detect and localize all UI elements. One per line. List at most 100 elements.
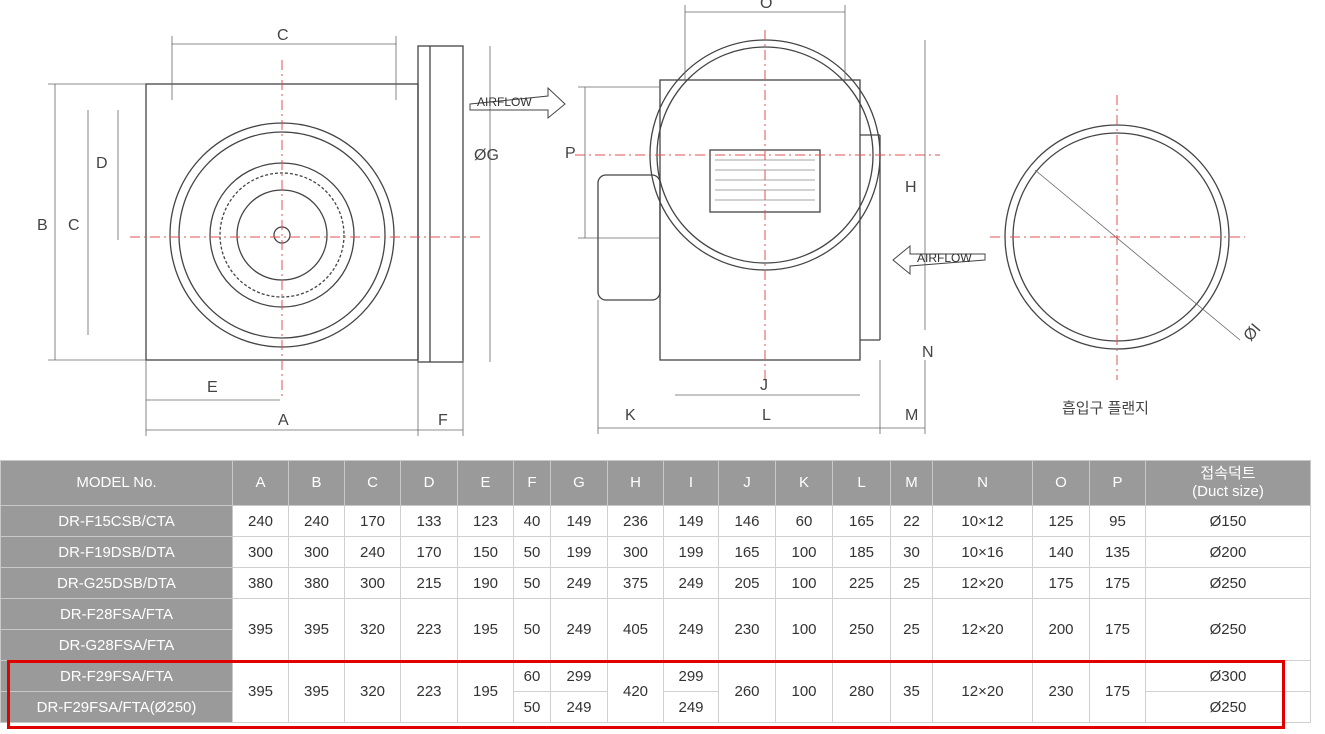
value-cell: 60 <box>513 660 551 692</box>
value-cell: 236 <box>607 505 664 537</box>
value-cell: 380 <box>288 567 345 599</box>
model-cell: DR-F29FSA/FTA <box>0 660 233 692</box>
value-cell: 149 <box>663 505 719 537</box>
value-cell: 50 <box>513 691 551 723</box>
dim-label-o: O <box>760 0 772 12</box>
value-cell: 230 <box>718 598 776 661</box>
column-header: I <box>663 460 719 506</box>
dim-label-p: P <box>565 145 576 162</box>
fan-dimension-drawing: C B C D E A F ØG AIRFLOW O P H J K L M N… <box>37 0 1265 436</box>
value-cell: 25 <box>890 598 933 661</box>
value-cell: 50 <box>513 598 551 661</box>
value-cell: 12×20 <box>932 660 1033 723</box>
column-header: E <box>457 460 514 506</box>
value-cell: 165 <box>718 536 776 568</box>
value-cell: 225 <box>832 567 891 599</box>
value-cell: 175 <box>1089 660 1146 723</box>
value-cell: 165 <box>832 505 891 537</box>
dim-label-j: J <box>760 377 768 394</box>
value-cell: 175 <box>1089 567 1146 599</box>
column-header: G <box>550 460 608 506</box>
dim-label-d: D <box>96 155 108 172</box>
value-cell: Ø250 <box>1145 598 1311 661</box>
dim-label-k: K <box>625 407 636 424</box>
dim-label-c-left: C <box>68 217 80 234</box>
value-cell: 100 <box>775 660 833 723</box>
value-cell: 199 <box>550 536 608 568</box>
value-cell: 300 <box>232 536 289 568</box>
dim-label-l: L <box>762 407 771 424</box>
side-view <box>575 5 940 434</box>
dim-label-n: N <box>922 344 934 361</box>
airflow-arrow-icon <box>892 244 986 276</box>
value-cell: 185 <box>832 536 891 568</box>
airflow-label-front: AIRFLOW <box>477 95 532 109</box>
dim-label-g: ØG <box>474 147 499 164</box>
value-cell: 140 <box>1032 536 1090 568</box>
value-cell: 100 <box>775 598 833 661</box>
column-header: MODEL No. <box>0 460 233 506</box>
value-cell: 300 <box>607 536 664 568</box>
dim-label-i: ØI <box>1241 321 1265 345</box>
value-cell: 10×16 <box>932 536 1033 568</box>
front-view <box>48 36 491 436</box>
value-cell: 205 <box>718 567 776 599</box>
model-cell: DR-G25DSB/DTA <box>0 567 233 599</box>
value-cell: 320 <box>344 660 401 723</box>
column-header: O <box>1032 460 1090 506</box>
value-cell: 95 <box>1089 505 1146 537</box>
value-cell: 249 <box>663 598 719 661</box>
value-cell: 100 <box>775 567 833 599</box>
column-header: A <box>232 460 289 506</box>
value-cell: 190 <box>457 567 514 599</box>
value-cell: 240 <box>288 505 345 537</box>
column-header: P <box>1089 460 1146 506</box>
value-cell: 10×12 <box>932 505 1033 537</box>
value-cell: 420 <box>607 660 664 723</box>
value-cell: 60 <box>775 505 833 537</box>
column-header: B <box>288 460 345 506</box>
value-cell: 200 <box>1032 598 1090 661</box>
value-cell: 30 <box>890 536 933 568</box>
model-cell: DR-F28FSA/FTA <box>0 598 233 630</box>
value-cell: 405 <box>607 598 664 661</box>
value-cell: 250 <box>832 598 891 661</box>
value-cell: 299 <box>550 660 608 692</box>
value-cell: 240 <box>344 536 401 568</box>
value-cell: 380 <box>232 567 289 599</box>
model-cell: DR-G28FSA/FTA <box>0 629 233 661</box>
value-cell: 375 <box>607 567 664 599</box>
value-cell: 215 <box>400 567 458 599</box>
value-cell: 230 <box>1032 660 1090 723</box>
value-cell: 300 <box>344 567 401 599</box>
value-cell: 170 <box>344 505 401 537</box>
value-cell: 12×20 <box>932 567 1033 599</box>
value-cell: 199 <box>663 536 719 568</box>
value-cell: 35 <box>890 660 933 723</box>
model-cell: DR-F15CSB/CTA <box>0 505 233 537</box>
dim-label-e: E <box>207 379 218 396</box>
value-cell: 175 <box>1089 598 1146 661</box>
value-cell: Ø200 <box>1145 536 1311 568</box>
column-header: N <box>932 460 1033 506</box>
value-cell: 133 <box>400 505 458 537</box>
dim-label-h: H <box>905 179 917 196</box>
column-header: F <box>513 460 551 506</box>
table-row: DR-G28FSA/FTA <box>0 629 1311 661</box>
value-cell: 240 <box>232 505 289 537</box>
value-cell: 22 <box>890 505 933 537</box>
value-cell: 150 <box>457 536 514 568</box>
airflow-arrow-icon <box>469 86 566 120</box>
value-cell: 395 <box>288 660 345 723</box>
value-cell: 249 <box>550 691 608 723</box>
value-cell: 12×20 <box>932 598 1033 661</box>
value-cell: Ø300 <box>1145 660 1311 692</box>
value-cell: 280 <box>832 660 891 723</box>
value-cell: 299 <box>663 660 719 692</box>
dim-label-m: M <box>905 407 918 424</box>
value-cell: 260 <box>718 660 776 723</box>
